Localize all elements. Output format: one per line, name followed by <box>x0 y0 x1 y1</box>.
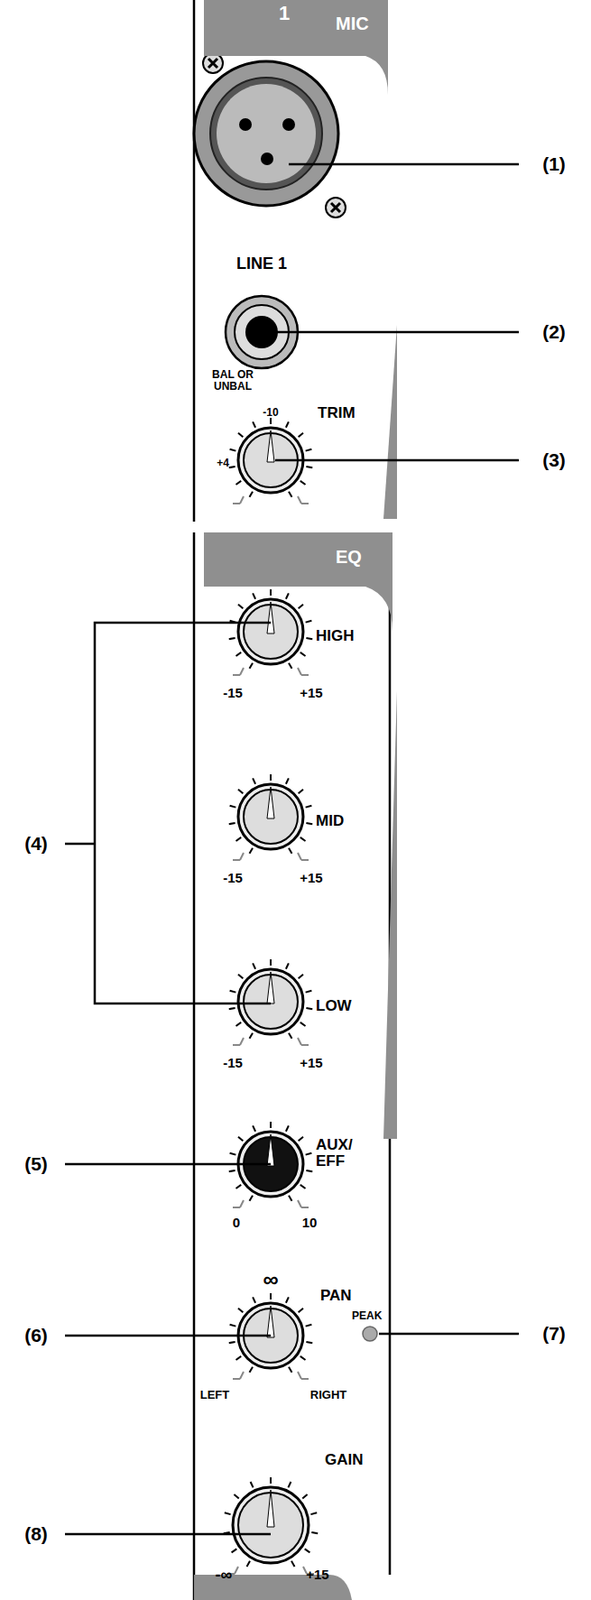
control-name: TRIM <box>317 405 356 422</box>
input-note: BAL OR UNBAL <box>204 369 261 392</box>
callout-number: (1) <box>540 154 568 175</box>
scale-value: -10 <box>262 406 278 419</box>
control-name: MID <box>315 812 344 830</box>
scale-value: +4 <box>216 457 230 470</box>
scale-value: +15 <box>305 1567 329 1582</box>
section-tab: MIC <box>203 0 388 56</box>
callout-number: (6) <box>22 1325 50 1346</box>
scale-value: -∞ <box>215 1566 233 1584</box>
section-name: MIC <box>335 13 370 35</box>
scale-value: +15 <box>299 685 323 701</box>
knob <box>229 589 314 675</box>
section-name: EQ <box>335 546 362 568</box>
input-name: LINE 1 <box>236 255 287 273</box>
scale-value: RIGHT <box>310 1388 347 1402</box>
scale-value: 0 <box>232 1215 241 1230</box>
callout-number: (5) <box>22 1154 50 1174</box>
screw <box>203 53 223 74</box>
callout-number: (7) <box>540 1323 568 1344</box>
control-name: LOW <box>315 997 352 1015</box>
knob <box>229 959 314 1045</box>
section-name: 1 <box>278 1 290 26</box>
scale-value: +15 <box>299 1055 323 1071</box>
scale-value: -15 <box>222 870 243 886</box>
scale-value: ∞ <box>262 1267 278 1291</box>
control-name: HIGH <box>315 627 355 645</box>
scale-value: +15 <box>299 870 323 886</box>
control-name: GAIN <box>324 1451 364 1469</box>
scale-value: -15 <box>222 685 243 701</box>
callout-number: (3) <box>540 450 568 471</box>
control-name: AUX/ EFF <box>315 1136 363 1170</box>
callout-number: (8) <box>22 1523 50 1544</box>
callout-number: (2) <box>540 322 568 342</box>
knob <box>229 774 314 860</box>
callout-number: (4) <box>22 833 50 854</box>
scale-value: 10 <box>302 1215 318 1230</box>
indicator-name: PEAK <box>351 1310 382 1322</box>
control-name: PAN <box>320 1287 352 1304</box>
scale-value: -15 <box>222 1055 243 1071</box>
screw <box>325 197 346 218</box>
scale-value: LEFT <box>200 1388 231 1402</box>
section-tab: EQ <box>203 532 393 587</box>
knob <box>223 1477 318 1574</box>
